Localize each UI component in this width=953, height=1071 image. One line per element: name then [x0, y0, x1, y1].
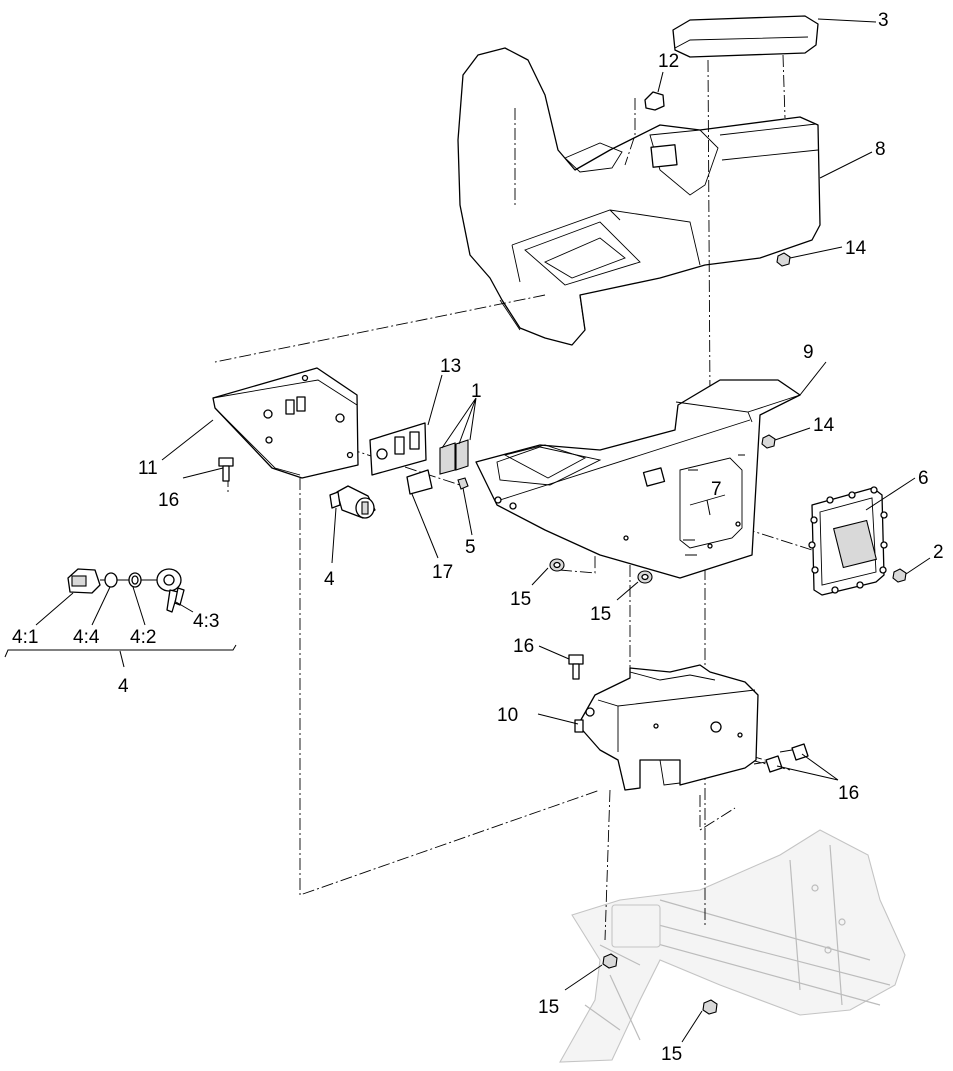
- cap-part-17: [406, 469, 433, 495]
- callout-1: 1: [471, 381, 482, 402]
- bolt-part-16-left: [218, 457, 234, 482]
- bolt-part-16-side-b: [753, 755, 783, 773]
- callout-15-b: 15: [590, 604, 611, 625]
- nut-part-15-frame-b: [702, 999, 718, 1015]
- callout-2: 2: [933, 542, 944, 563]
- callout-16-side: 16: [838, 783, 859, 804]
- ghost-frame: [559, 829, 906, 1063]
- callout-16-top: 16: [513, 636, 534, 657]
- console-cover-part-8: [457, 47, 821, 346]
- support-bracket-part-10: [574, 664, 759, 791]
- switch-part-1: [439, 439, 469, 475]
- ignition-exploded-detail: [67, 568, 185, 613]
- callout-5: 5: [465, 537, 476, 558]
- switch-plate-part-13: [369, 422, 427, 476]
- callout-6: 6: [918, 468, 929, 489]
- callout-8: 8: [875, 139, 886, 160]
- controller-part-6: [808, 486, 888, 596]
- nut-part-15-frame-a: [602, 953, 618, 969]
- bolt-part-16-top: [568, 654, 584, 680]
- callout-10: 10: [497, 705, 518, 726]
- callout-labels: 3 12 8 14 9 13 1 14 6 7 11 16 5 2 17 4 1…: [12, 10, 944, 1065]
- knob-part-12: [644, 91, 665, 111]
- callout-4-group: 4: [118, 676, 129, 697]
- spacer-part-15-b: [637, 570, 653, 584]
- callout-15-c: 15: [538, 997, 559, 1018]
- callout-14-upper: 14: [845, 238, 867, 259]
- screw-part-5: [457, 477, 469, 490]
- callout-15-d: 15: [661, 1044, 682, 1065]
- callout-4-4: 4:4: [73, 627, 100, 648]
- callout-7: 7: [711, 479, 722, 500]
- callout-16-left: 16: [158, 490, 179, 511]
- callout-3: 3: [878, 10, 889, 31]
- callout-4-3: 4:3: [193, 611, 219, 632]
- callout-14-lower: 14: [813, 415, 835, 436]
- armrest-part-3: [672, 15, 819, 58]
- callout-13: 13: [440, 356, 461, 377]
- callout-15-a: 15: [510, 589, 531, 610]
- spacer-part-15-a: [549, 558, 565, 572]
- nut-part-14-lower: [761, 434, 776, 449]
- leader-lines: [4, 18, 931, 1043]
- nut-part-2: [892, 568, 907, 583]
- bracket-part-11: [212, 367, 359, 479]
- callout-4: 4: [324, 569, 335, 590]
- callout-11: 11: [138, 458, 158, 479]
- ignition-switch-part-4: [329, 485, 376, 519]
- callout-4-2: 4:2: [130, 627, 156, 648]
- callout-4-1: 4:1: [12, 627, 38, 648]
- callout-9: 9: [803, 342, 814, 363]
- callout-12: 12: [658, 51, 679, 72]
- mount-bracket-part-9: [475, 379, 801, 579]
- callout-17: 17: [432, 562, 453, 583]
- nut-part-14-upper: [776, 252, 791, 267]
- bolt-part-16-side-a: [779, 743, 809, 761]
